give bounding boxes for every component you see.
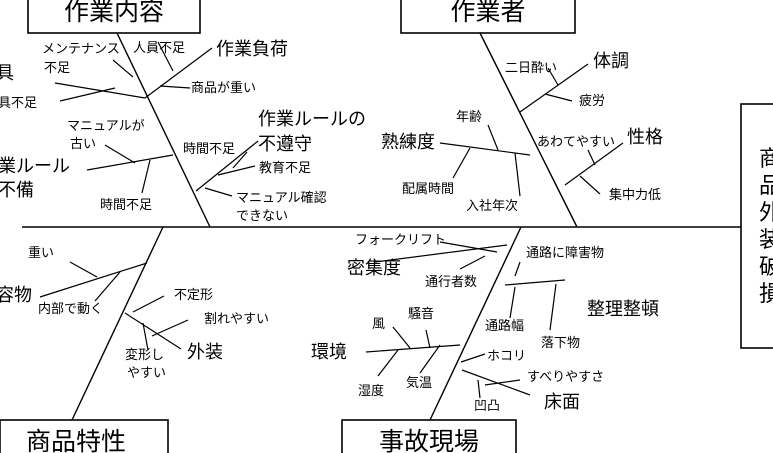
label-nenrei: 年齢 <box>456 110 482 125</box>
label-shuuchuu: 集中力低 <box>609 187 661 203</box>
label-kion: 気温 <box>406 375 432 391</box>
label-hirou: 疲労 <box>579 93 605 109</box>
effect-char-3: 外 <box>759 201 773 226</box>
label-jikan-busoku-b: 時間不足 <box>183 142 235 157</box>
effect-box <box>740 103 773 349</box>
label-henkei-2: やすい <box>127 366 166 381</box>
label-gu: 具 <box>0 63 14 84</box>
bone-sagyou-naiyou <box>116 32 211 228</box>
effect-char-4: 装 <box>759 228 773 253</box>
label-tsuuro-haba: 通路幅 <box>485 318 524 334</box>
label-rule-futeibi-1: 業ルール <box>0 156 70 177</box>
label-awateyasui: あわてやすい <box>537 135 615 150</box>
branches-jiko-genba <box>365 241 566 399</box>
branches-shouhin-tokusei <box>39 261 189 351</box>
bone-jiko-genba <box>429 226 522 421</box>
label-jikan-busoku-a: 時間不足 <box>100 198 152 213</box>
label-wareyasui: 割れやすい <box>204 311 269 327</box>
label-youbutsu: 容物 <box>0 285 32 306</box>
label-hokori: ホコリ <box>487 349 526 364</box>
label-outotsu: 凹凸 <box>474 399 500 414</box>
label-nyuusha-nenji: 入社年次 <box>466 198 518 214</box>
label-kyouiku-busoku: 教育不足 <box>259 160 311 176</box>
label-forklift: フォークリフト <box>355 233 446 248</box>
category-label-jiko-genba: 事故現場 <box>379 427 479 453</box>
bone-shouhin-tokusei <box>71 226 164 421</box>
label-futsukayoi: 二日酔い <box>505 61 557 76</box>
label-souon: 騒音 <box>408 306 434 322</box>
label-seikaku: 性格 <box>627 127 663 148</box>
label-gu-busoku: 具不足 <box>0 96 37 111</box>
label-haizoku-jikan: 配属時間 <box>402 182 454 197</box>
label-futeikei: 不定形 <box>174 288 213 303</box>
label-rule-futeibi-2: 不備 <box>0 180 34 201</box>
label-naibu-de-ugoku: 内部で動く <box>38 301 103 317</box>
category-label-sagyou-naiyou: 作業内容 <box>64 0 164 26</box>
label-tsuuro-shougai: 通路に障害物 <box>526 245 604 261</box>
label-yukamen: 床面 <box>544 392 580 413</box>
label-suberiyasusa: すべりやすさ <box>527 370 604 385</box>
category-box-sagyou-naiyou <box>27 0 201 34</box>
effect-char-1: 商 <box>759 147 773 172</box>
category-box-sagyousha <box>400 0 576 34</box>
label-maintenance-2: 不足 <box>44 61 70 76</box>
label-henkei-1: 変形し <box>125 347 164 363</box>
effect-char-5: 破 <box>759 255 773 280</box>
label-rule-fujunshu-2: 不遵守 <box>258 134 312 155</box>
label-shouhin-omoi: 商品が重い <box>191 80 256 96</box>
label-jukurendo: 熟練度 <box>381 132 435 153</box>
label-manual-kakunin-2: できない <box>236 209 288 224</box>
category-box-jiko-genba <box>341 419 517 453</box>
label-manual-2: 古い <box>70 137 96 152</box>
category-label-sagyousha: 作業者 <box>450 0 525 26</box>
label-manual-kakunin-1: マニュアル確認 <box>236 190 327 206</box>
effect-char-2: 品 <box>759 174 773 199</box>
label-mitsudo: 密集度 <box>347 258 401 279</box>
label-maintenance-1: メンテナンス <box>42 42 120 57</box>
label-seiri-seiton: 整理整頓 <box>587 299 659 320</box>
label-taichou: 体調 <box>593 51 629 72</box>
label-tsuukousha: 通行者数 <box>425 275 477 290</box>
category-label-shouhin-tokusei: 商品特性 <box>26 427 126 453</box>
label-rule-fujunshu-1: 作業ルールの <box>258 109 366 130</box>
label-gaisou: 外装 <box>187 342 223 363</box>
bone-sagyousha <box>479 32 578 228</box>
category-box-shouhin-tokusei <box>0 419 169 453</box>
label-kaze: 風 <box>372 317 385 332</box>
branches-sagyou-naiyou <box>54 41 259 197</box>
label-manual-1: マニュアルが <box>67 119 145 134</box>
label-shitsudo: 湿度 <box>358 383 384 399</box>
label-omoi: 重い <box>28 245 54 261</box>
label-sagyou-fuka: 作業負荷 <box>216 39 288 60</box>
effect-char-6: 損 <box>759 282 773 307</box>
branches-sagyousha <box>439 63 624 197</box>
label-rakka: 落下物 <box>541 336 580 351</box>
label-jinin-busoku: 人員不足 <box>133 41 185 56</box>
label-kankyou: 環境 <box>311 342 347 363</box>
